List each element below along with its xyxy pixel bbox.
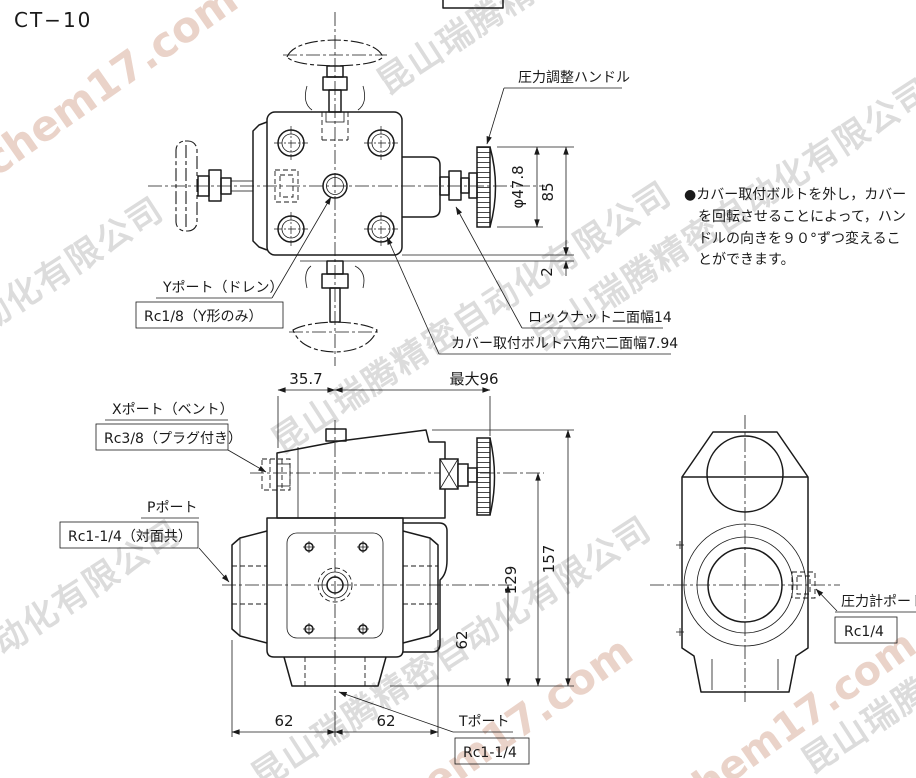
side-handle-phantom [175, 140, 254, 232]
top-view: φ47.8 85 2 圧力調整ハンドル Yポート（ドレン） Rc1/8（Y形のみ… [135, 12, 678, 366]
note-line-1: ●カバー取付ボルトを外し，カバー [684, 187, 906, 203]
note-line-4: とができます。 [698, 252, 795, 268]
locknut-label: ロックナット二面幅14 [455, 206, 672, 329]
cover [276, 428, 446, 519]
note-block: ●カバー取付ボルトを外し，カバー を回転させることによって，ハン ドルの向きを９… [684, 187, 906, 268]
y-port-size-text: Rc1/8（Y形のみ） [144, 309, 263, 325]
gauge-port-size-text: Rc1/4 [844, 624, 884, 640]
t-port-size-text: Rc1-1/4 [463, 745, 517, 761]
front-top-dimensions: 35.7 最大96 [277, 370, 499, 448]
dim-max-96: 最大96 [449, 370, 498, 388]
front-right-dimensions: 62 129 157 [390, 429, 574, 687]
top-handle-phantom [283, 39, 387, 113]
p-port-size-text: Rc1-1/4（対面共） [68, 529, 192, 545]
adjustment-screw [439, 146, 497, 228]
dim-129: 129 [502, 566, 520, 595]
cutoff-label-box [442, 0, 504, 9]
cover-bolt-label: カバー取付ボルト六角穴二面幅7.94 [386, 236, 678, 355]
front-view: 35.7 最大96 62 129 157 62 [59, 370, 574, 765]
dim-62-right: 62 [453, 630, 471, 649]
dim-handle-diameter: φ47.8 [509, 165, 527, 208]
dim-157: 157 [540, 545, 558, 574]
locknut-text: ロックナット二面幅14 [528, 310, 672, 326]
front-adjustment-screw [439, 437, 496, 516]
valve-body [231, 517, 448, 687]
x-port-text: Xポート（ベント） [112, 402, 234, 418]
x-port-label: Xポート（ベント） Rc3/8（プラグ付き） [95, 402, 267, 473]
note-line-3: ドルの向きを９０°ずつ変えるこ [698, 230, 901, 247]
cover-bolt-holes [274, 126, 398, 246]
dim-2: 2 [538, 267, 556, 277]
gauge-port-text: 圧力計ポート [841, 594, 916, 610]
pressure-handle-text: 圧力調整ハンドル [518, 70, 630, 86]
front-bottom-dimensions: 62 62 [231, 640, 439, 737]
top-view-dimensions: φ47.8 85 2 [300, 146, 574, 277]
dim-85: 85 [539, 182, 557, 201]
dim-35-7: 35.7 [289, 370, 322, 388]
x-port-boss [261, 458, 291, 491]
note-line-2: を回転させることによって，ハン [698, 209, 906, 225]
y-port-label: Yポート（ドレン） Rc1/8（Y形のみ） [135, 196, 332, 329]
gauge-port [791, 571, 816, 599]
cover-bolt-text: カバー取付ボルト六角穴二面幅7.94 [451, 336, 678, 352]
gauge-port-label: 圧力計ポート Rc1/4 [815, 588, 916, 644]
t-port-text: Tポート [458, 714, 510, 730]
t-port-label: Tポート Rc1-1/4 [338, 691, 530, 765]
dim-62-bottom: 62 [376, 712, 395, 730]
p-port-text: Pポート [147, 500, 197, 516]
pressure-handle-label: 圧力調整ハンドル [486, 70, 630, 145]
side-view: 圧力計ポート Rc1/4 [650, 415, 916, 702]
page-title: CT−10 [14, 8, 92, 32]
p-port-label: Pポート Rc1-1/4（対面共） [59, 500, 230, 583]
y-port-text: Yポート（ドレン） [162, 280, 284, 296]
y-port-hole [322, 173, 348, 199]
dim-62-left: 62 [274, 712, 293, 730]
x-port-size-text: Rc3/8（プラグ付き） [104, 431, 242, 447]
